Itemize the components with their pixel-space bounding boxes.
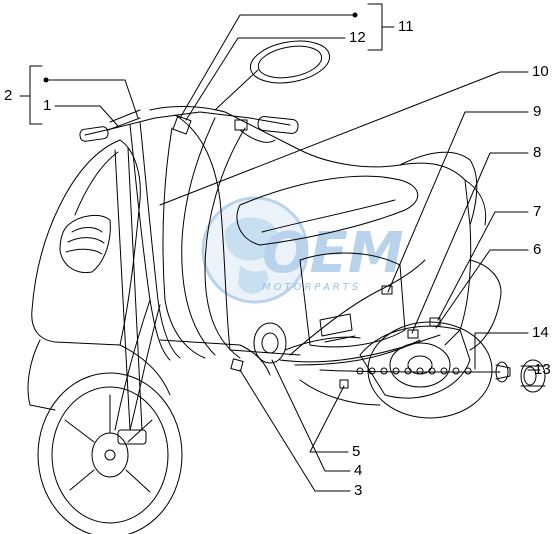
callout-5: 5 xyxy=(352,443,361,460)
callout-7: 7 xyxy=(533,203,542,220)
callout-9: 9 xyxy=(533,103,542,120)
callout-8: 8 xyxy=(533,144,542,161)
callout-1: 1 xyxy=(43,97,52,114)
handlebar-assembly xyxy=(79,40,331,143)
scooter-body xyxy=(27,105,502,534)
callout-14: 14 xyxy=(532,324,549,341)
callout-2: 2 xyxy=(4,87,13,104)
callout-3: 3 xyxy=(354,482,363,499)
part-14 xyxy=(495,361,511,383)
callout-10: 10 xyxy=(532,63,549,80)
callout-4: 4 xyxy=(354,462,363,479)
watermark-subtitle: MOTORPARTS xyxy=(262,282,362,293)
callout-11: 11 xyxy=(398,18,414,35)
leader-lines xyxy=(19,3,541,492)
callout-12: 12 xyxy=(349,29,366,46)
callout-6: 6 xyxy=(533,241,542,258)
watermark-logo: OEM xyxy=(201,196,404,304)
part-13 xyxy=(520,359,546,393)
callout-13: 13 xyxy=(534,361,551,378)
control-cables xyxy=(114,115,501,431)
